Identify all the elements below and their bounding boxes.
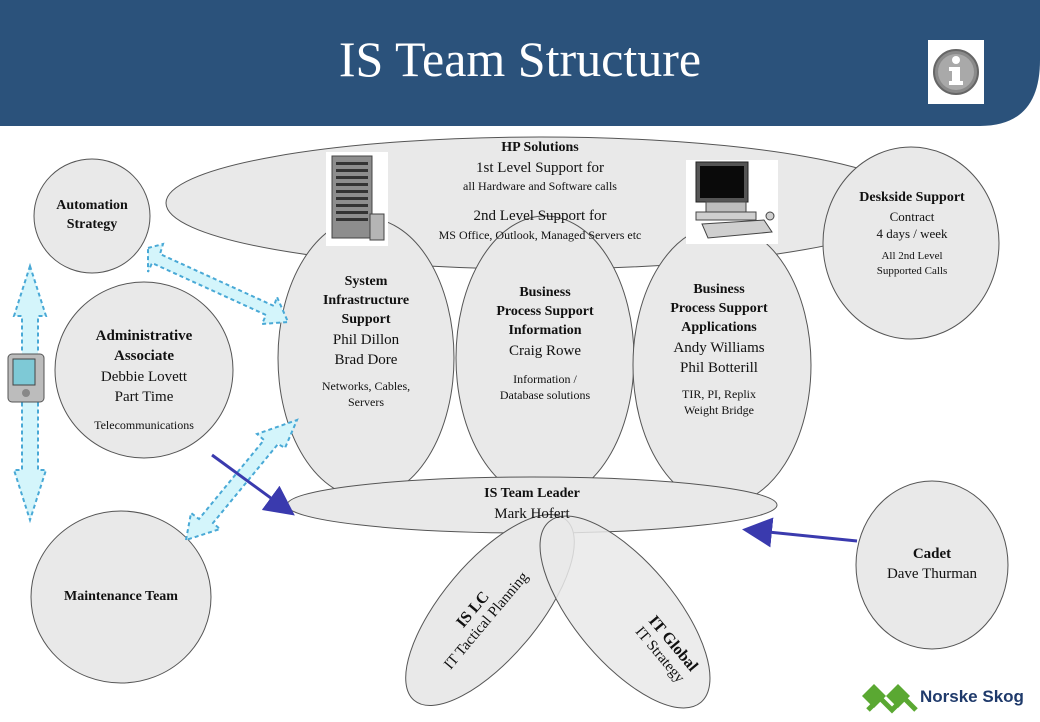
hp-title: HP Solutions xyxy=(501,140,579,155)
norske-skog-logo xyxy=(862,684,918,714)
deskside-line1: Contract xyxy=(889,208,935,224)
system-sub1: Networks, Cables, xyxy=(321,379,411,394)
computer-icon xyxy=(686,160,778,244)
bps-apps-sub2: Weight Bridge xyxy=(683,403,755,418)
bps-info-label: Business Process Support Information Cra… xyxy=(466,284,624,403)
bps-apps-label: Business Process Support Applications An… xyxy=(640,281,798,419)
admin-label: Administrative Associate Debbie Lovett P… xyxy=(60,326,228,433)
cadet-ellipse xyxy=(855,480,1009,650)
cadet-name: Dave Thurman xyxy=(886,566,978,583)
hp-l1: 1st Level Support for xyxy=(476,159,604,176)
leader-label: IS Team Leader Mark Hofert xyxy=(432,485,632,524)
bps-info-line2: Process Support xyxy=(496,303,594,319)
bps-info-line1: Business xyxy=(519,285,571,300)
bps-apps-line3: Applications xyxy=(681,319,757,335)
cadet-title: Cadet xyxy=(912,546,952,562)
system-line2: Infrastructure xyxy=(322,292,410,308)
hp-solutions-label: HP Solutions 1st Level Support for all H… xyxy=(390,139,690,243)
maintenance-text: Maintenance Team xyxy=(64,589,178,604)
deskside-title: Deskside Support xyxy=(859,190,965,205)
system-label: System Infrastructure Support Phil Dillo… xyxy=(290,273,442,411)
deskside-line3: All 2nd Level xyxy=(881,249,943,262)
deskside-line2: 4 days / week xyxy=(876,226,948,242)
hp-l2: 2nd Level Support for xyxy=(473,208,607,225)
admin-name: Debbie Lovett xyxy=(100,368,188,385)
bps-apps-line1: Business xyxy=(693,282,745,297)
hp-l2-sub: MS Office, Outlook, Managed Servers etc xyxy=(438,227,642,242)
header-banner xyxy=(0,0,1040,126)
automation-line2: Strategy xyxy=(66,216,118,232)
logo-text: Norske Skog xyxy=(920,687,1024,706)
admin-sub: Telecommunications xyxy=(94,418,194,432)
system-name1: Phil Dillon xyxy=(332,331,400,348)
deskside-ellipse xyxy=(822,146,1000,340)
pda-icon xyxy=(7,353,45,403)
admin-line2: Associate xyxy=(114,348,174,365)
bps-apps-name2: Phil Botterill xyxy=(680,359,758,376)
bps-info-sub2: Database solutions xyxy=(499,388,591,403)
bps-apps-line2: Process Support xyxy=(670,300,768,316)
system-name2: Brad Dore xyxy=(334,351,398,368)
bps-info-name: Craig Rowe xyxy=(508,342,582,359)
cadet-leader-arrow xyxy=(742,517,858,548)
automation-system-arrow xyxy=(147,242,290,326)
info-icon[interactable] xyxy=(928,40,984,104)
admin-line1: Administrative xyxy=(95,328,193,344)
page-title: IS Team Structure xyxy=(338,31,702,87)
admin-note: Part Time xyxy=(114,388,174,405)
header-shape xyxy=(0,0,1040,126)
bps-apps-sub1: TIR, PI, Replix xyxy=(682,387,756,402)
hp-l1-sub: all Hardware and Software calls xyxy=(463,179,617,194)
maintenance-system-arrow xyxy=(184,418,299,542)
automation-line1: Automation xyxy=(56,198,128,213)
system-line1: System xyxy=(344,274,388,289)
admin-ellipse xyxy=(54,281,234,459)
deskside-line4: Supported Calls xyxy=(876,264,948,277)
bps-info-line3: Information xyxy=(508,322,582,338)
maintenance-ellipse xyxy=(30,510,212,684)
admin-leader-arrow xyxy=(211,453,295,516)
bps-apps-name1: Andy Williams xyxy=(673,339,765,356)
leader-name: Mark Hofert xyxy=(494,505,570,522)
automation-label: Automation Strategy xyxy=(36,197,148,235)
server-icon xyxy=(326,152,388,246)
deskside-label: Deskside Support Contract 4 days / week … xyxy=(826,189,998,279)
itglobal-ellipse xyxy=(539,515,711,709)
maintenance-label: Maintenance Team xyxy=(36,588,206,607)
cadet-label: Cadet Dave Thurman xyxy=(862,544,1002,585)
automation-ellipse xyxy=(33,158,151,274)
system-sub2: Servers xyxy=(348,395,384,410)
system-line3: Support xyxy=(341,311,391,327)
bps-info-sub1: Information / xyxy=(513,371,577,386)
leader-title: IS Team Leader xyxy=(484,486,580,501)
